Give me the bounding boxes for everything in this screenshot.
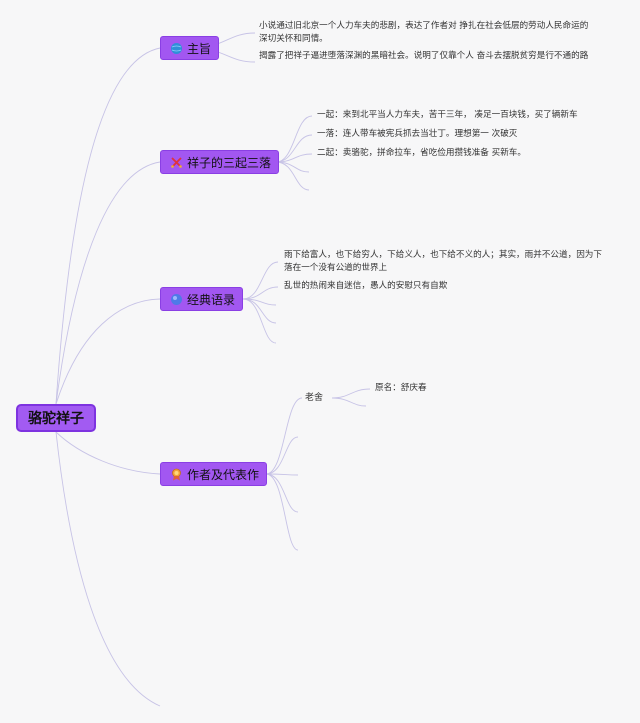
theme-leaf-2: 揭露了把祥子逼进堕落深渊的黑暗社会。说明了仅靠个人 奋斗去摆脱贫穷是行不通的路: [259, 51, 589, 61]
theme-leaf-1: 小说通过旧北京一个人力车夫的悲剧，表达了作者对 挣扎在社会低层的劳动人民命运的深…: [259, 21, 589, 44]
crossed-swords-icon: [170, 156, 183, 169]
author-node[interactable]: 老舍: [305, 393, 324, 403]
branch-ups-and-downs-label: 祥子的三起三落: [187, 155, 272, 170]
root-node-label: 骆驼祥子: [28, 411, 84, 427]
quote-leaf-2: 乱世的热闹来自迷信，愚人的安慰只有自欺: [284, 281, 448, 291]
author-real-name: 原名：舒庆春: [375, 383, 427, 393]
quote-leaf-1: 雨下给富人，也下给穷人，下给义人，也下给不义的人；其实，雨并不公道，因为下落在一…: [284, 250, 602, 273]
branch-author-and-works-label: 作者及代表作: [187, 467, 260, 482]
sphere-icon: [170, 293, 183, 306]
branch-theme[interactable]: 主旨: [160, 36, 220, 60]
branch-ups-and-downs[interactable]: 祥子的三起三落: [160, 150, 280, 174]
branch-theme-label: 主旨: [187, 41, 212, 56]
award-icon: [170, 468, 183, 481]
branch-classic-quotes[interactable]: 经典语录: [160, 287, 244, 311]
branch-author-and-works[interactable]: 作者及代表作: [160, 462, 268, 486]
branch-classic-quotes-label: 经典语录: [187, 292, 236, 307]
globe-icon: [170, 42, 183, 55]
root-node[interactable]: 骆驼祥子: [16, 404, 96, 432]
ups-leaf-1: 一起：来到北平当人力车夫，苦干三年， 凑足一百块钱，买了辆新车: [317, 110, 578, 120]
ups-leaf-2: 一落：连人带车被宪兵抓去当壮丁。理想第一 次破灭: [317, 129, 518, 139]
ups-leaf-3: 二起：卖骆驼，拼命拉车，省吃俭用攒钱准备 买新车。: [317, 148, 526, 158]
